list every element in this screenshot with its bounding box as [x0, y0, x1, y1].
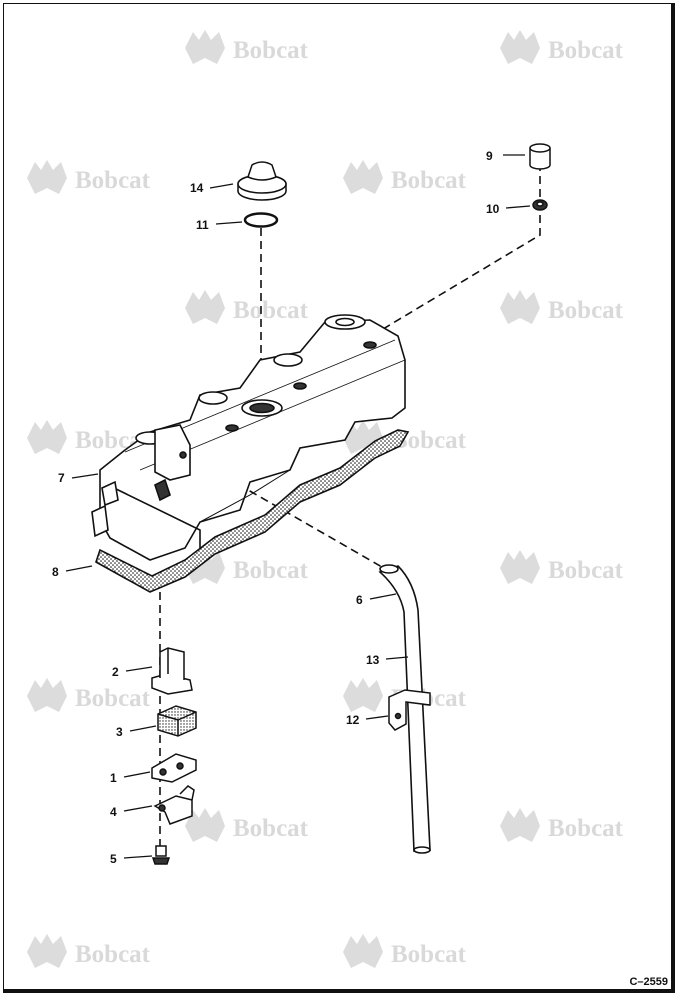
svg-text:Bobcat: Bobcat — [548, 297, 624, 324]
breather-housing — [151, 647, 193, 695]
watermark: Bobcat — [185, 290, 309, 324]
callout-layer — [65, 154, 531, 859]
baffle-plate — [151, 753, 197, 783]
breather-fitting — [529, 143, 551, 170]
svg-text:Bobcat: Bobcat — [548, 37, 624, 64]
watermark: Bobcat — [500, 30, 624, 64]
watermark: Bobcat — [27, 160, 151, 194]
callout-14: 14 — [190, 181, 204, 195]
retainer-bracket — [153, 785, 195, 825]
callout-12: 12 — [346, 713, 360, 727]
callout-2: 2 — [112, 665, 119, 679]
watermark: Bobcat — [500, 808, 624, 842]
svg-text:Bobcat: Bobcat — [391, 941, 467, 968]
svg-text:Bobcat: Bobcat — [548, 557, 624, 584]
watermark: Bobcat — [185, 808, 309, 842]
callout-labels: 14 11 9 10 7 8 6 13 12 2 3 1 4 5 — [52, 149, 500, 866]
callout-4: 4 — [110, 805, 117, 819]
oil-filler-cap — [237, 161, 287, 201]
svg-text:Bobcat: Bobcat — [233, 37, 309, 64]
watermark: Bobcat — [500, 290, 624, 324]
svg-text:Bobcat: Bobcat — [391, 167, 467, 194]
svg-text:Bobcat: Bobcat — [233, 815, 309, 842]
figure-id: C–2559 — [629, 976, 668, 988]
o-ring — [243, 212, 279, 228]
svg-text:Bobcat: Bobcat — [75, 685, 151, 712]
callout-11: 11 — [196, 218, 209, 232]
callout-13: 13 — [366, 653, 380, 667]
callout-7: 7 — [58, 471, 65, 485]
watermark: Bobcat — [27, 678, 151, 712]
watermark: Bobcat — [500, 550, 624, 584]
foam-element — [157, 705, 197, 737]
callout-9: 9 — [486, 149, 493, 163]
callout-3: 3 — [116, 725, 123, 739]
watermark: Bobcat — [343, 934, 467, 968]
bolt — [151, 845, 171, 865]
callout-8: 8 — [52, 565, 59, 579]
svg-text:Bobcat: Bobcat — [548, 815, 624, 842]
tube-clamp — [388, 689, 431, 731]
svg-text:Bobcat: Bobcat — [75, 941, 151, 968]
svg-text:Bobcat: Bobcat — [233, 297, 309, 324]
callout-6: 6 — [356, 593, 363, 607]
breather-nut — [532, 199, 548, 211]
svg-text:Bobcat: Bobcat — [233, 557, 309, 584]
svg-text:Bobcat: Bobcat — [75, 167, 151, 194]
valve-cover — [91, 314, 406, 561]
watermark: Bobcat — [27, 934, 151, 968]
callout-5: 5 — [110, 852, 117, 866]
watermark: Bobcat — [185, 30, 309, 64]
callout-10: 10 — [486, 202, 500, 216]
breather-tube — [378, 564, 431, 854]
valve-cover-gasket — [95, 429, 410, 593]
watermark: Bobcat — [343, 160, 467, 194]
callout-1: 1 — [110, 771, 117, 785]
assembly-line-breather-nut — [367, 163, 541, 339]
